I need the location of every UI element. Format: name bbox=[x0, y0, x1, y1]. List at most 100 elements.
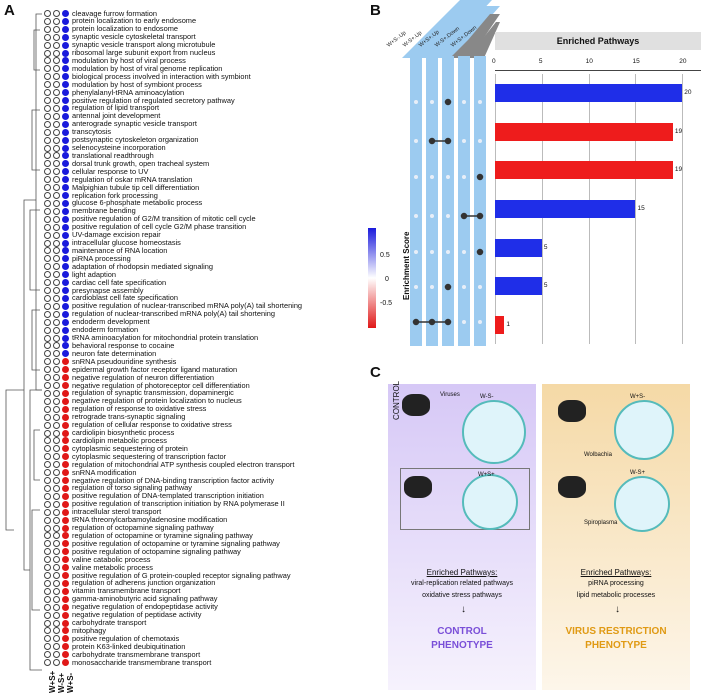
heatmap-cell bbox=[62, 176, 69, 184]
x-axis-line bbox=[495, 70, 701, 71]
heatmap-cell bbox=[44, 17, 51, 25]
heatmap-cell bbox=[44, 643, 51, 651]
term-label: protein K63-linked deubiquitination bbox=[72, 641, 186, 651]
heatmap-cell bbox=[44, 207, 51, 215]
heatmap-cell bbox=[53, 469, 60, 477]
right-pheno1: VIRUS RESTRICTION bbox=[565, 626, 667, 637]
heatmap-cell bbox=[53, 25, 60, 33]
term-label: regulation of octopamine or tyramine sig… bbox=[72, 530, 253, 540]
heatmap-cell bbox=[53, 104, 60, 112]
heatmap-cell bbox=[62, 310, 69, 318]
term-label: intracellular sterol transport bbox=[72, 507, 162, 517]
term-label: translational readthrough bbox=[72, 150, 154, 160]
heatmap-cell bbox=[62, 587, 69, 595]
heatmap-cell bbox=[44, 247, 51, 255]
heatmap-cell bbox=[53, 73, 60, 81]
heatmap-cell bbox=[53, 595, 60, 603]
heatmap-cell bbox=[44, 144, 51, 152]
term-label: selenocysteine incorporation bbox=[72, 143, 166, 153]
heatmap-cell bbox=[53, 445, 60, 453]
heatmap-cell bbox=[44, 184, 51, 192]
heatmap-cell bbox=[62, 429, 69, 437]
heatmap-cell bbox=[53, 279, 60, 287]
heatmap-cell bbox=[53, 81, 60, 89]
term-label: regulation of oskar mRNA translation bbox=[72, 174, 193, 184]
term-label: valine metabolic process bbox=[72, 562, 153, 572]
heatmap-cell bbox=[53, 397, 60, 405]
heatmap-cell bbox=[62, 247, 69, 255]
heatmap-cell bbox=[62, 255, 69, 263]
heatmap-cell bbox=[53, 271, 60, 279]
heatmap-cell bbox=[53, 223, 60, 231]
heatmap-cell bbox=[62, 500, 69, 508]
heatmap-cell bbox=[62, 199, 69, 207]
heatmap-cell bbox=[53, 215, 60, 223]
heatmap bbox=[42, 10, 72, 667]
heatmap-cell bbox=[44, 382, 51, 390]
heatmap-cell bbox=[44, 556, 51, 564]
legend-tick-3: -0.5 bbox=[380, 300, 393, 307]
heatmap-cell bbox=[53, 318, 60, 326]
term-label: regulation of lipid transport bbox=[72, 103, 160, 113]
bar-value-label: 15 bbox=[637, 205, 645, 212]
heatmap-cell bbox=[44, 168, 51, 176]
bar-value-label: 5 bbox=[543, 243, 548, 251]
heatmap-cell bbox=[62, 524, 69, 532]
term-label: negative regulation of DNA-binding trans… bbox=[72, 475, 275, 485]
term-label: cardiolipin biosynthetic process bbox=[72, 428, 175, 438]
term-label: UV-damage excision repair bbox=[72, 230, 161, 240]
heatmap-cell bbox=[44, 413, 51, 421]
heatmap-cell bbox=[62, 532, 69, 540]
heatmap-cell bbox=[62, 572, 69, 579]
term-label: positive regulation of DNA-templated tra… bbox=[72, 491, 264, 501]
x-tick: 0 bbox=[492, 58, 496, 65]
heatmap-cell bbox=[62, 279, 69, 287]
panel-b-letter: B bbox=[370, 2, 381, 19]
heatmap-cell bbox=[62, 619, 69, 627]
heatmap-cell bbox=[44, 492, 51, 500]
term-label: regulation of octopamine signaling pathw… bbox=[72, 523, 214, 533]
heatmap-cell bbox=[44, 41, 51, 49]
term-label: negative regulation of endopeptidase act… bbox=[72, 602, 218, 612]
heatmap-cell bbox=[62, 49, 69, 57]
left-arrow: ↓ bbox=[461, 604, 466, 615]
panel-a-letter: A bbox=[4, 2, 15, 19]
term-label: glucose 6-phosphate metabolic process bbox=[72, 198, 203, 208]
heatmap-cell bbox=[62, 611, 69, 619]
spiroplasma-label: Spiroplasma bbox=[584, 520, 618, 526]
heatmap-cell bbox=[53, 152, 60, 160]
heatmap-cell bbox=[62, 397, 69, 405]
heatmap-cell bbox=[62, 508, 69, 516]
heatmap-cell bbox=[62, 389, 69, 397]
heatmap-cell bbox=[53, 358, 60, 366]
term-label: cardiac cell fate specification bbox=[72, 277, 167, 287]
term-label: piRNA processing bbox=[72, 253, 131, 263]
heatmap-cell bbox=[44, 97, 51, 105]
bar bbox=[495, 238, 542, 257]
term-label: regulation of nuclear-transcribed mRNA p… bbox=[72, 309, 275, 319]
set-label-header bbox=[402, 0, 500, 58]
panel-c-letter: C bbox=[370, 364, 381, 381]
heatmap-cell bbox=[53, 41, 60, 49]
heatmap-cell bbox=[62, 469, 69, 477]
heatmap-cell bbox=[44, 10, 51, 17]
heatmap-cell bbox=[53, 643, 60, 651]
heatmap-cell bbox=[53, 651, 60, 659]
term-label: positive regulation of chemotaxis bbox=[72, 633, 180, 643]
x-tick: 15 bbox=[632, 58, 640, 65]
dendrogram bbox=[5, 13, 42, 671]
heatmap-cell bbox=[53, 207, 60, 215]
heatmap-cell bbox=[44, 81, 51, 89]
heatmap-cell bbox=[62, 603, 69, 611]
heatmap-cell bbox=[62, 366, 69, 374]
heatmap-cell bbox=[53, 587, 60, 595]
right-line2: lipid metabolic processes bbox=[576, 592, 656, 599]
heatmap-cell bbox=[53, 437, 60, 445]
heatmap-cell bbox=[53, 112, 60, 120]
heatmap-cell bbox=[44, 405, 51, 413]
heatmap-cell bbox=[53, 33, 60, 41]
heatmap-cell bbox=[44, 128, 51, 136]
heatmap-cell bbox=[62, 144, 69, 152]
heatmap-cell bbox=[53, 524, 60, 532]
